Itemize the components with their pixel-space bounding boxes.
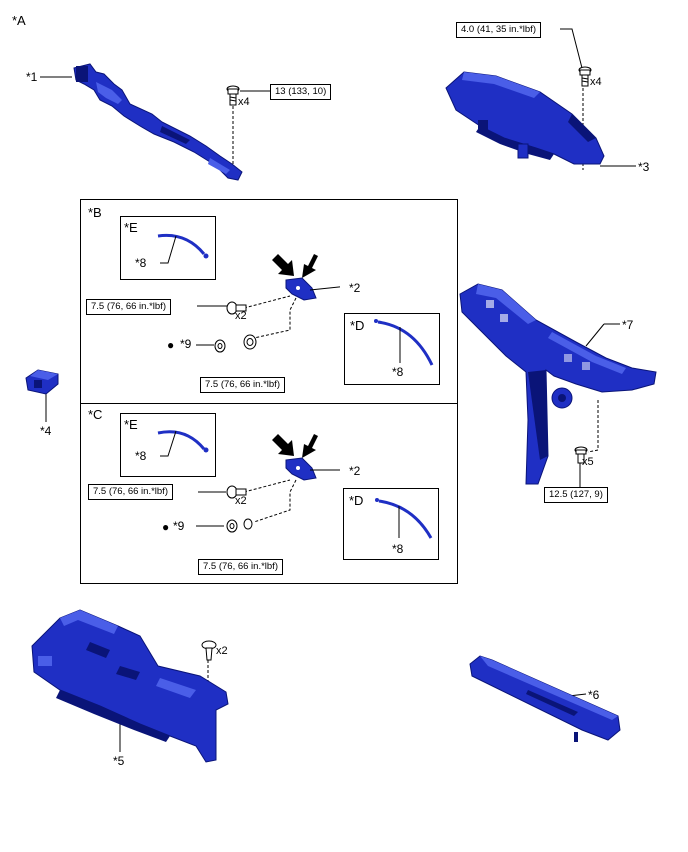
inset-d-drawing [374, 319, 434, 366]
view-label-e: *E [124, 417, 138, 432]
bolt-icon [578, 66, 592, 87]
torque-spec-4-0: 4.0 (41, 35 in.*lbf) [456, 22, 541, 38]
callout-part-2: *2 [349, 464, 361, 478]
callout-part-6: *6 [588, 688, 600, 702]
callout-part-4: *4 [40, 424, 52, 438]
part-6-rail-image [469, 655, 621, 742]
inset-d-drawing [375, 498, 433, 539]
view-label-c: *C [88, 407, 103, 422]
callout-part-8: *8 [392, 365, 404, 379]
callout-part-7: *7 [622, 318, 634, 332]
torque-spec-7-5: 7.5 (76, 66 in.*lbf) [88, 484, 173, 500]
torque-spec-13: 13 (133, 10) [270, 84, 332, 100]
torque-spec-7-5: 7.5 (76, 66 in.*lbf) [200, 377, 285, 393]
view-label-e: *E [124, 220, 138, 235]
callout-part-2: *2 [349, 281, 361, 295]
torque-spec-7-5: 7.5 (76, 66 in.*lbf) [86, 299, 171, 315]
panel-c-assembly [226, 434, 340, 523]
callout-part-3: *3 [638, 160, 650, 174]
part-5-duct-image [31, 609, 229, 763]
inset-e-drawing [157, 233, 209, 264]
clip-icon [201, 640, 217, 661]
bullet-marker: ● [167, 338, 175, 352]
part-3-housing-image [445, 71, 605, 165]
quantity-x4-bolt-1: x4 [238, 96, 250, 108]
bolt-icon [574, 446, 588, 464]
callout-part-9: *9 [180, 337, 192, 351]
callout-part-9: *9 [173, 519, 185, 533]
part-7-frame-image [459, 283, 657, 485]
callout-part-8: *8 [135, 449, 147, 463]
torque-leader [197, 305, 227, 307]
torque-spec-7-5: 7.5 (76, 66 in.*lbf) [198, 559, 283, 575]
quantity-x5-bolt-7: x5 [582, 456, 594, 468]
torque-leader [198, 491, 226, 493]
torque-spec-12-5: 12.5 (127, 9) [544, 487, 608, 503]
part-9-nut-drawing [196, 518, 253, 533]
callout-part-8: *8 [392, 542, 404, 556]
callout-part-8: *8 [135, 256, 147, 270]
inset-e-drawing [157, 430, 209, 457]
part-4-clip-image [25, 369, 59, 395]
view-label-a: *A [12, 13, 26, 28]
view-label-d: *D [349, 493, 364, 508]
part-9-nut-drawing [196, 339, 226, 353]
panel-b-assembly [226, 254, 340, 350]
bolt-icon [226, 85, 240, 106]
quantity-x2-bolt: x2 [235, 310, 247, 322]
view-label-b: *B [88, 205, 102, 220]
callout-part-5: *5 [113, 754, 125, 768]
bullet-marker: ● [162, 520, 170, 534]
quantity-x4-bolt-3: x4 [590, 76, 602, 88]
quantity-x2-bolt: x2 [235, 495, 247, 507]
part-1-bracket-image [73, 63, 243, 181]
quantity-x2-clip: x2 [216, 645, 228, 657]
view-label-d: *D [350, 318, 365, 333]
callout-part-1: *1 [26, 70, 38, 84]
